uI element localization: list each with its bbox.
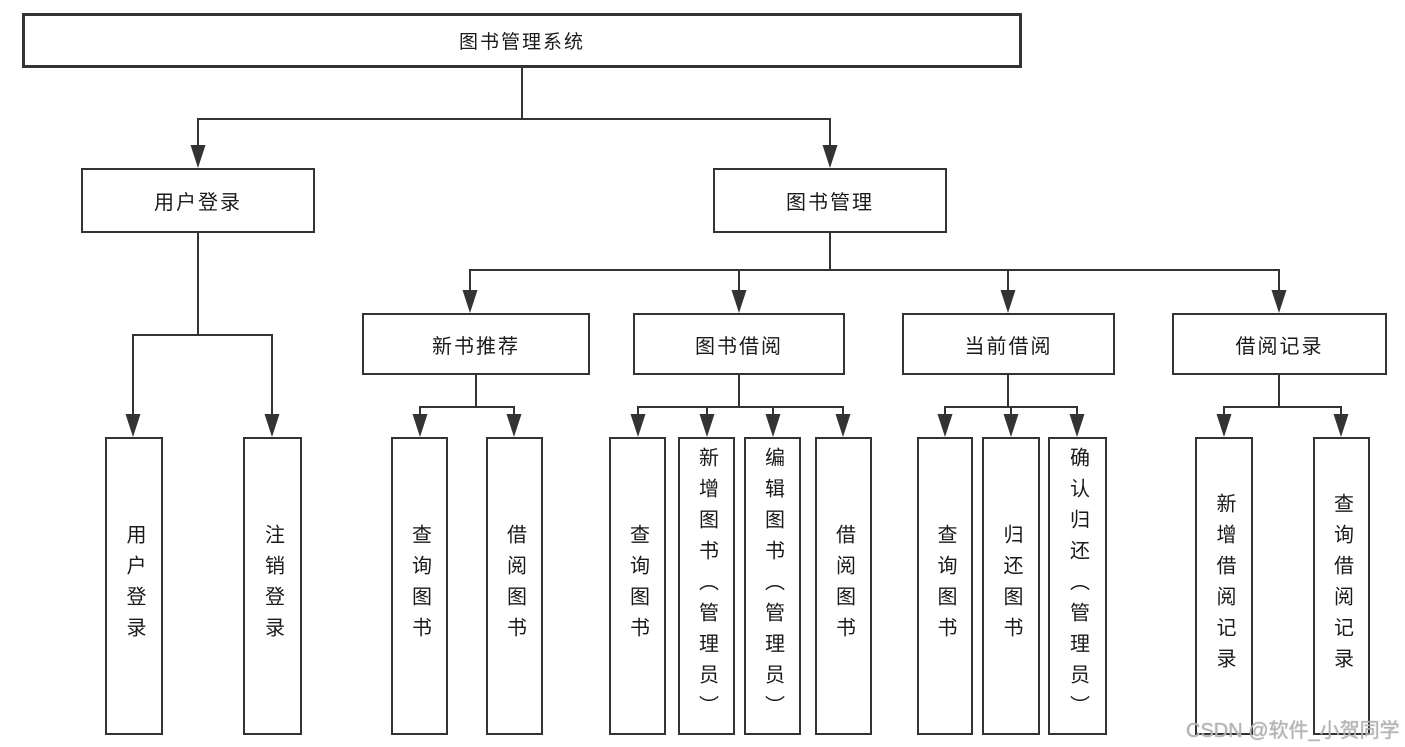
node-library-management-system: 图书管理系统 <box>22 13 1022 68</box>
node-new-book-recommend: 新书推荐 <box>362 313 590 375</box>
leaf-add-book-admin: 新增图书（管理员） <box>678 437 735 735</box>
leaf-borrow-books-recommend: 借阅图书 <box>486 437 543 735</box>
leaf-edit-book-admin: 编辑图书（管理员） <box>744 437 801 735</box>
leaf-query-books-borrow: 查询图书 <box>609 437 666 735</box>
node-user-login: 用户登录 <box>81 168 315 233</box>
leaf-query-books-current: 查询图书 <box>917 437 973 735</box>
leaf-query-borrow-record: 查询借阅记录 <box>1313 437 1370 735</box>
leaf-user-login: 用户登录 <box>105 437 163 735</box>
leaf-confirm-return-admin: 确认归还（管理员） <box>1048 437 1107 735</box>
arrowheads <box>125 145 1349 437</box>
leaf-logout: 注销登录 <box>243 437 302 735</box>
node-book-borrow: 图书借阅 <box>633 313 845 375</box>
csdn-watermark: CSDN @软件_小贺同学 <box>1186 720 1400 742</box>
connector-paths <box>132 68 1342 416</box>
node-current-borrow: 当前借阅 <box>902 313 1115 375</box>
leaf-return-book: 归还图书 <box>982 437 1040 735</box>
leaf-add-borrow-record: 新增借阅记录 <box>1195 437 1253 735</box>
node-book-management: 图书管理 <box>713 168 947 233</box>
leaf-query-books-recommend: 查询图书 <box>391 437 448 735</box>
node-borrow-records: 借阅记录 <box>1172 313 1387 375</box>
leaf-borrow-books: 借阅图书 <box>815 437 872 735</box>
